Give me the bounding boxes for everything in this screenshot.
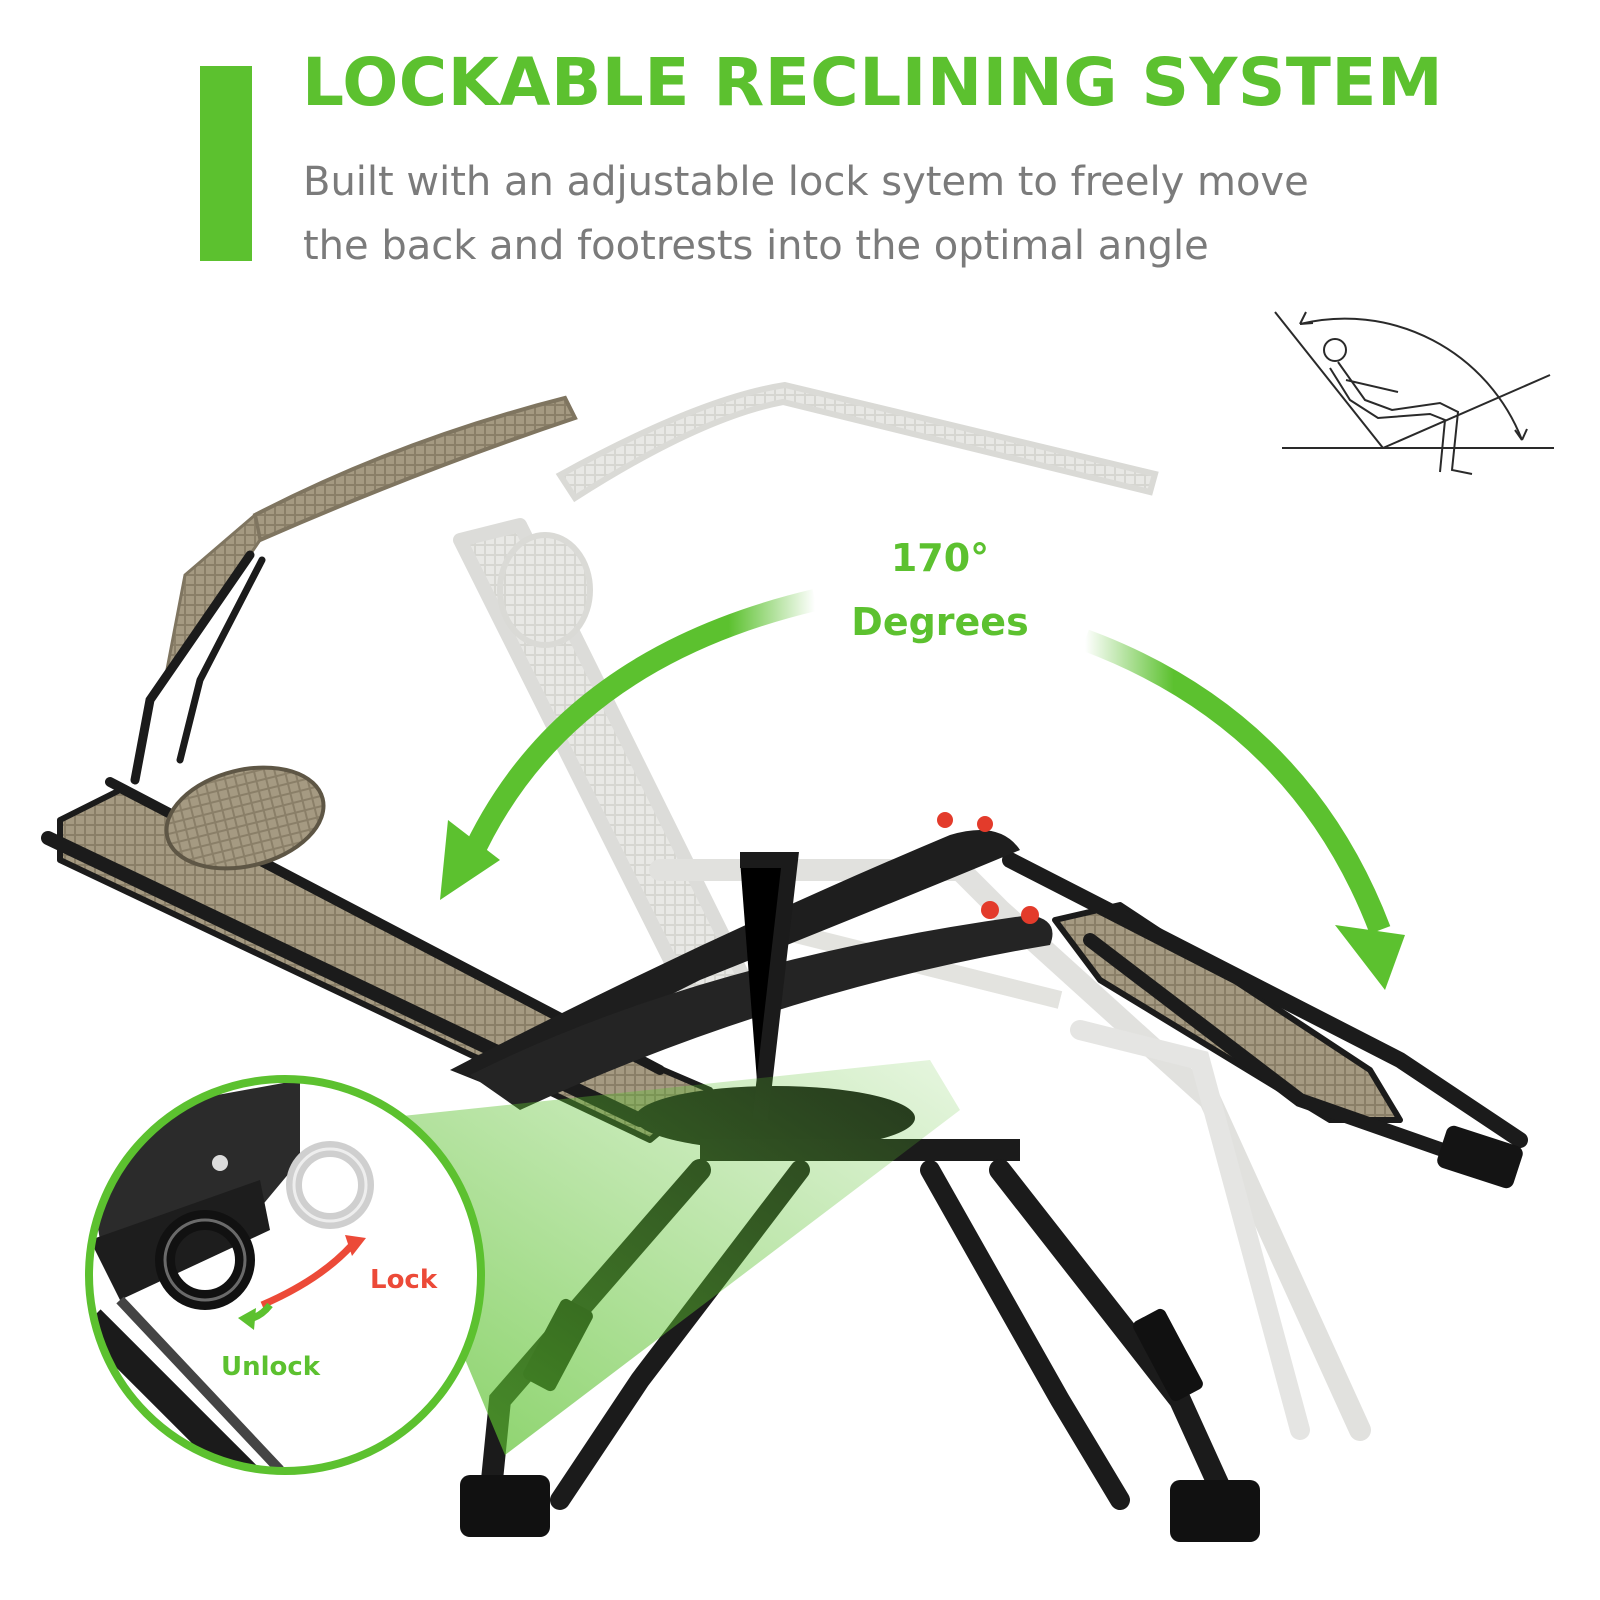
- lock-label: Lock: [370, 1265, 438, 1295]
- angle-unit: Degrees: [851, 600, 1029, 644]
- page-subtitle: Built with an adjustable lock sytem to f…: [303, 150, 1453, 278]
- ghost-chair: [453, 381, 1371, 1441]
- curved-arrow-icon: [440, 589, 1405, 990]
- highlight-beam: [365, 1060, 960, 1455]
- reclining-person-icon: [1274, 311, 1554, 475]
- angle-value: 170°: [890, 536, 990, 580]
- accent-bar: [200, 66, 252, 261]
- angle-label: 170° Degrees: [840, 526, 1040, 654]
- subtitle-line-2: the back and footrests into the optimal …: [303, 223, 1209, 269]
- unlock-label: Unlock: [221, 1352, 321, 1382]
- subtitle-line-1: Built with an adjustable lock sytem to f…: [303, 159, 1309, 205]
- canopy: [130, 395, 578, 785]
- page-title: LOCKABLE RECLINING SYSTEM: [302, 44, 1444, 121]
